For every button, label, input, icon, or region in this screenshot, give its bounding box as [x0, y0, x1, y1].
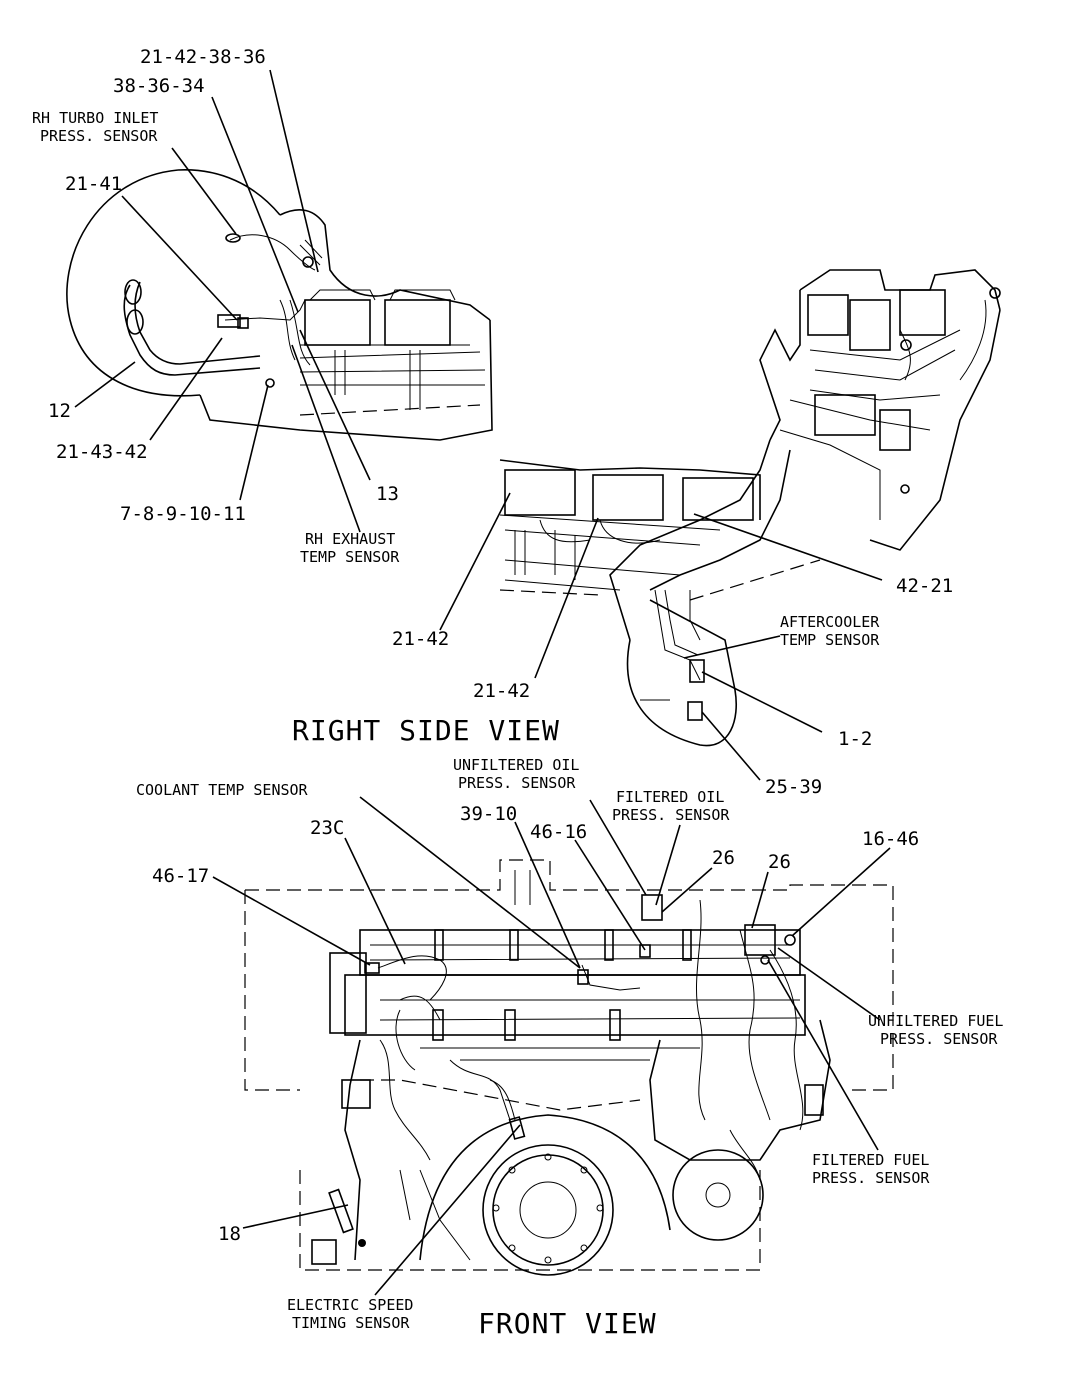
callout-labels: 21-42-38-36 38-36-34 RH TURBO INLET PRES…: [32, 46, 1003, 1340]
label-rh-turbo-inlet: RH TURBO INLET: [32, 109, 158, 127]
callout-21-42-a: 21-42: [392, 628, 449, 650]
label-rh-exhaust-temp-sensor: TEMP SENSOR: [300, 548, 400, 566]
callout-26-a: 26: [712, 847, 735, 869]
leader-lines: [74, 69, 891, 1296]
label-rh-exhaust: RH EXHAUST: [305, 530, 395, 548]
front-view-drawing: [244, 859, 894, 1276]
callout-18: 18: [218, 1223, 241, 1245]
callout-46-17: 46-17: [152, 865, 209, 887]
label-aftercooler: AFTERCOOLER: [780, 613, 880, 631]
label-aftercooler-temp-sensor: TEMP SENSOR: [780, 631, 880, 649]
callout-21-41: 21-41: [65, 173, 122, 195]
right-side-detail-turbo: [66, 169, 493, 441]
callout-23c: 23C: [310, 817, 344, 839]
callout-26-b: 26: [768, 851, 791, 873]
label-unfiltered-oil: UNFILTERED OIL: [453, 756, 579, 774]
label-unfiltered-fuel: UNFILTERED FUEL: [868, 1012, 1003, 1030]
front-view-title: FRONT VIEW: [478, 1307, 657, 1340]
label-filtered-oil-press-sensor: PRESS. SENSOR: [612, 806, 730, 824]
label-filtered-oil: FILTERED OIL: [616, 788, 724, 806]
callout-12: 12: [48, 400, 71, 422]
label-timing-sensor: TIMING SENSOR: [292, 1314, 410, 1332]
label-filtered-fuel: FILTERED FUEL: [812, 1151, 929, 1169]
label-electric-speed: ELECTRIC SPEED: [287, 1296, 413, 1314]
callout-16-46: 16-46: [862, 828, 919, 850]
label-filtered-fuel-press-sensor: PRESS. SENSOR: [812, 1169, 930, 1187]
callout-7-8-9-10-11: 7-8-9-10-11: [120, 503, 246, 525]
callout-21-42-38-36: 21-42-38-36: [140, 46, 266, 68]
label-unfiltered-oil-press-sensor: PRESS. SENSOR: [458, 774, 576, 792]
label-coolant-temp-sensor: COOLANT TEMP SENSOR: [136, 781, 309, 799]
label-unfiltered-fuel-press-sensor: PRESS. SENSOR: [880, 1030, 998, 1048]
right-side-detail-aftercooler: [499, 269, 1001, 747]
callout-46-16: 46-16: [530, 821, 587, 843]
right-side-view-title: RIGHT SIDE VIEW: [292, 714, 560, 747]
callout-21-42-b: 21-42: [473, 680, 530, 702]
callout-39-10: 39-10: [460, 803, 517, 825]
callout-21-43-42: 21-43-42: [56, 441, 148, 463]
callout-13: 13: [376, 483, 399, 505]
callout-25-39: 25-39: [765, 776, 822, 798]
callout-38-36-34: 38-36-34: [113, 75, 205, 97]
callout-42-21: 42-21: [896, 575, 953, 597]
callout-1-2: 1-2: [838, 728, 872, 750]
label-rh-turbo-press-sensor: PRESS. SENSOR: [40, 127, 158, 145]
